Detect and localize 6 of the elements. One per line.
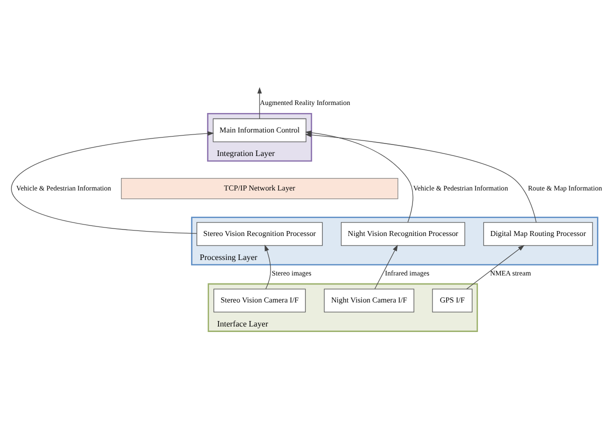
arrow	[10, 130, 214, 234]
arrow	[305, 132, 537, 222]
arrow	[264, 244, 271, 289]
arrow	[257, 86, 262, 119]
arrow	[374, 244, 398, 289]
arrow	[466, 244, 524, 289]
